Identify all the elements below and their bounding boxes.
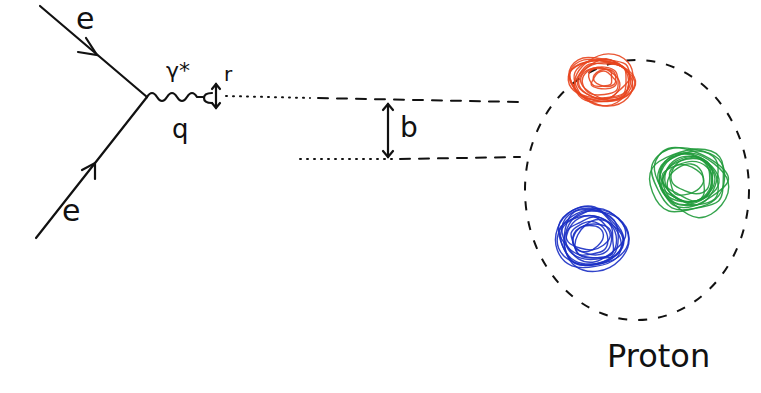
proton-outline xyxy=(515,40,755,385)
dashed-guide xyxy=(400,157,520,159)
size-arrow-heads xyxy=(212,84,220,108)
particle-label: γ* xyxy=(166,60,190,82)
dotted-guide xyxy=(226,96,310,98)
impact-arrow-heads xyxy=(383,104,393,157)
dashed-guide xyxy=(318,98,520,102)
quark-scribble xyxy=(555,206,629,271)
dipole-symbol xyxy=(204,93,212,103)
particle-label: e xyxy=(76,4,94,34)
impact-parameter-label: b xyxy=(400,114,418,142)
electron-line xyxy=(36,97,147,238)
impact-arrow xyxy=(387,104,389,157)
particle-label: e xyxy=(62,196,80,226)
size-arrow xyxy=(215,84,217,108)
node-label: Proton xyxy=(607,340,710,372)
photon-wavy-line xyxy=(147,93,203,101)
quark-scribble xyxy=(568,54,635,106)
fermion-arrow xyxy=(82,163,95,179)
dipole-size-label: r xyxy=(224,64,232,84)
proton-boundary xyxy=(525,60,749,320)
dotted-guide xyxy=(300,158,392,160)
fermion-arrow xyxy=(78,38,97,55)
momentum-label: q xyxy=(172,116,189,142)
quark-scribble xyxy=(650,147,729,217)
proton-region: Proton xyxy=(515,40,755,385)
